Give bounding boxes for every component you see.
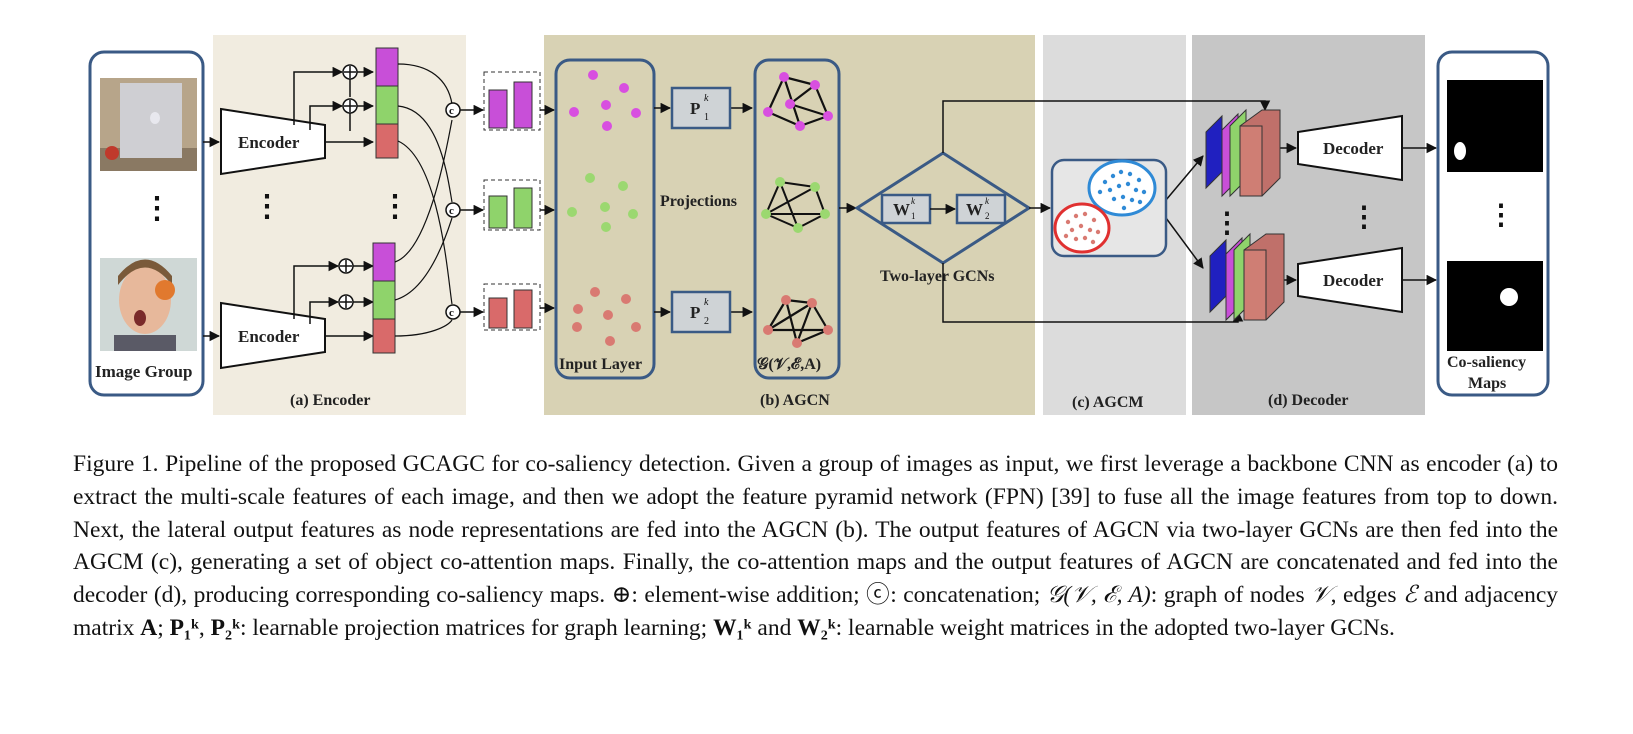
caption-text-3: : concatenation; — [890, 582, 1047, 609]
caption-text-8: , — [198, 614, 211, 641]
caption-text-2: : element-wise addition; — [631, 582, 867, 609]
graph-red — [763, 295, 833, 348]
svg-text:W: W — [893, 200, 910, 219]
svg-text:c: c — [449, 205, 454, 217]
adjacency-math: A — [140, 614, 158, 641]
co-saliency-label-1: Co-saliency — [1447, 354, 1526, 371]
section-c-label: (c) AGCM — [1072, 394, 1144, 411]
plus-symbol: ⊕ — [611, 582, 632, 609]
feature-vdots: ⋮ — [380, 190, 410, 223]
input-image-laptop — [100, 78, 197, 171]
graph-math: 𝒢(𝒱, ℰ, A) — [1046, 582, 1151, 609]
input-layer-frame — [554, 58, 656, 380]
section-d-label: (d) Decoder — [1268, 392, 1348, 409]
svg-text:k: k — [985, 196, 990, 206]
input-nodes-red — [572, 287, 641, 346]
two-layer-gcn-label: Two-layer GCNs — [880, 268, 995, 285]
graph-magenta — [763, 72, 833, 131]
fused-feature-top — [483, 71, 541, 131]
caption-text-7: ; — [157, 614, 170, 641]
svg-text:k: k — [704, 297, 709, 308]
svg-text:2: 2 — [985, 211, 990, 221]
graph-frame — [753, 58, 841, 380]
decoder-top — [1297, 114, 1403, 182]
svg-text:2: 2 — [704, 316, 709, 327]
decoder-features-bottom — [1209, 232, 1285, 322]
nodes-math: 𝒱 — [1311, 582, 1331, 609]
svg-text:P: P — [690, 303, 700, 322]
graph-green — [761, 177, 830, 233]
edges-math: ℰ — [1402, 582, 1418, 609]
decoder-vdots: ⋮ — [1350, 202, 1378, 233]
feature-blocks-top — [375, 47, 399, 159]
graph-label: 𝒢(𝒱,ℰ,A) — [757, 356, 821, 373]
decoder-top-label: Decoder — [1323, 139, 1384, 158]
projection-p1-box — [670, 86, 732, 130]
concat-symbol: ⓒ — [866, 582, 891, 609]
image-group-label: Image Group — [95, 362, 192, 381]
decoder-bottom — [1297, 246, 1403, 314]
panel-decoder — [1192, 35, 1425, 415]
pipeline-figure: ⋮ Image Group Encoder Encoder ⋮ ⋮ — [88, 35, 1550, 415]
w2-box — [955, 193, 1007, 225]
encoder-top — [220, 107, 326, 176]
feature-blocks-bottom — [372, 242, 396, 354]
projections-label: Projections — [660, 193, 737, 210]
caption-text-5: , edges — [1330, 582, 1403, 609]
encoder-vdots: ⋮ — [252, 190, 282, 223]
svg-text:c: c — [449, 105, 454, 117]
svg-text:1: 1 — [911, 211, 916, 221]
fused-feature-bottom — [483, 283, 541, 331]
svg-text:P: P — [690, 99, 700, 118]
figure-caption: Figure 1. Pipeline of the proposed GCAGC… — [73, 448, 1558, 645]
image-group-vdots: ⋮ — [142, 192, 172, 225]
encoder-bottom-label: Encoder — [238, 327, 300, 346]
encoder-top-label: Encoder — [238, 133, 300, 152]
saliency-map-bottom — [1447, 261, 1543, 351]
cluster-red — [1053, 202, 1111, 254]
projection-p2-box — [670, 290, 732, 334]
caption-text-6: and adjacency matrix — [73, 582, 1558, 641]
co-saliency-label-2: Maps — [1468, 375, 1506, 392]
w1-math: W₁ᵏ — [713, 614, 752, 641]
caption-text-10: and — [751, 614, 798, 641]
concat-icon — [445, 102, 461, 320]
p2-math: P₂ᵏ — [210, 614, 240, 641]
svg-text:W: W — [966, 200, 983, 219]
caption-text-11: : learnable weight matrices in the adopt… — [835, 614, 1395, 641]
svg-text:1: 1 — [704, 112, 709, 123]
svg-text:k: k — [704, 93, 709, 104]
input-image-face — [100, 258, 197, 351]
p1-math: P₁ᵏ — [169, 614, 199, 641]
section-b-label: (b) AGCN — [760, 392, 830, 409]
cluster-blue — [1087, 159, 1157, 217]
decoder-features-top — [1205, 108, 1281, 198]
input-layer-label: Input Layer — [559, 356, 642, 373]
svg-text:c: c — [449, 307, 454, 319]
caption-text-1: Figure 1. Pipeline of the proposed GCAGC… — [73, 451, 1558, 609]
svg-text:k: k — [911, 196, 916, 206]
encoder-bottom — [220, 301, 326, 370]
w2-math: W₂ᵏ — [797, 614, 836, 641]
input-nodes-magenta — [569, 70, 641, 131]
saliency-vdots: ⋮ — [1487, 200, 1515, 231]
caption-text-4: : graph of nodes — [1150, 582, 1312, 609]
decoder-stack-vdots: ⋮ — [1213, 208, 1241, 239]
caption-text-9: : learnable projection matrices for grap… — [239, 614, 714, 641]
decoder-bottom-label: Decoder — [1323, 271, 1384, 290]
input-nodes-green — [567, 173, 638, 232]
section-a-label: (a) Encoder — [290, 392, 370, 409]
fused-feature-mid — [483, 179, 541, 231]
